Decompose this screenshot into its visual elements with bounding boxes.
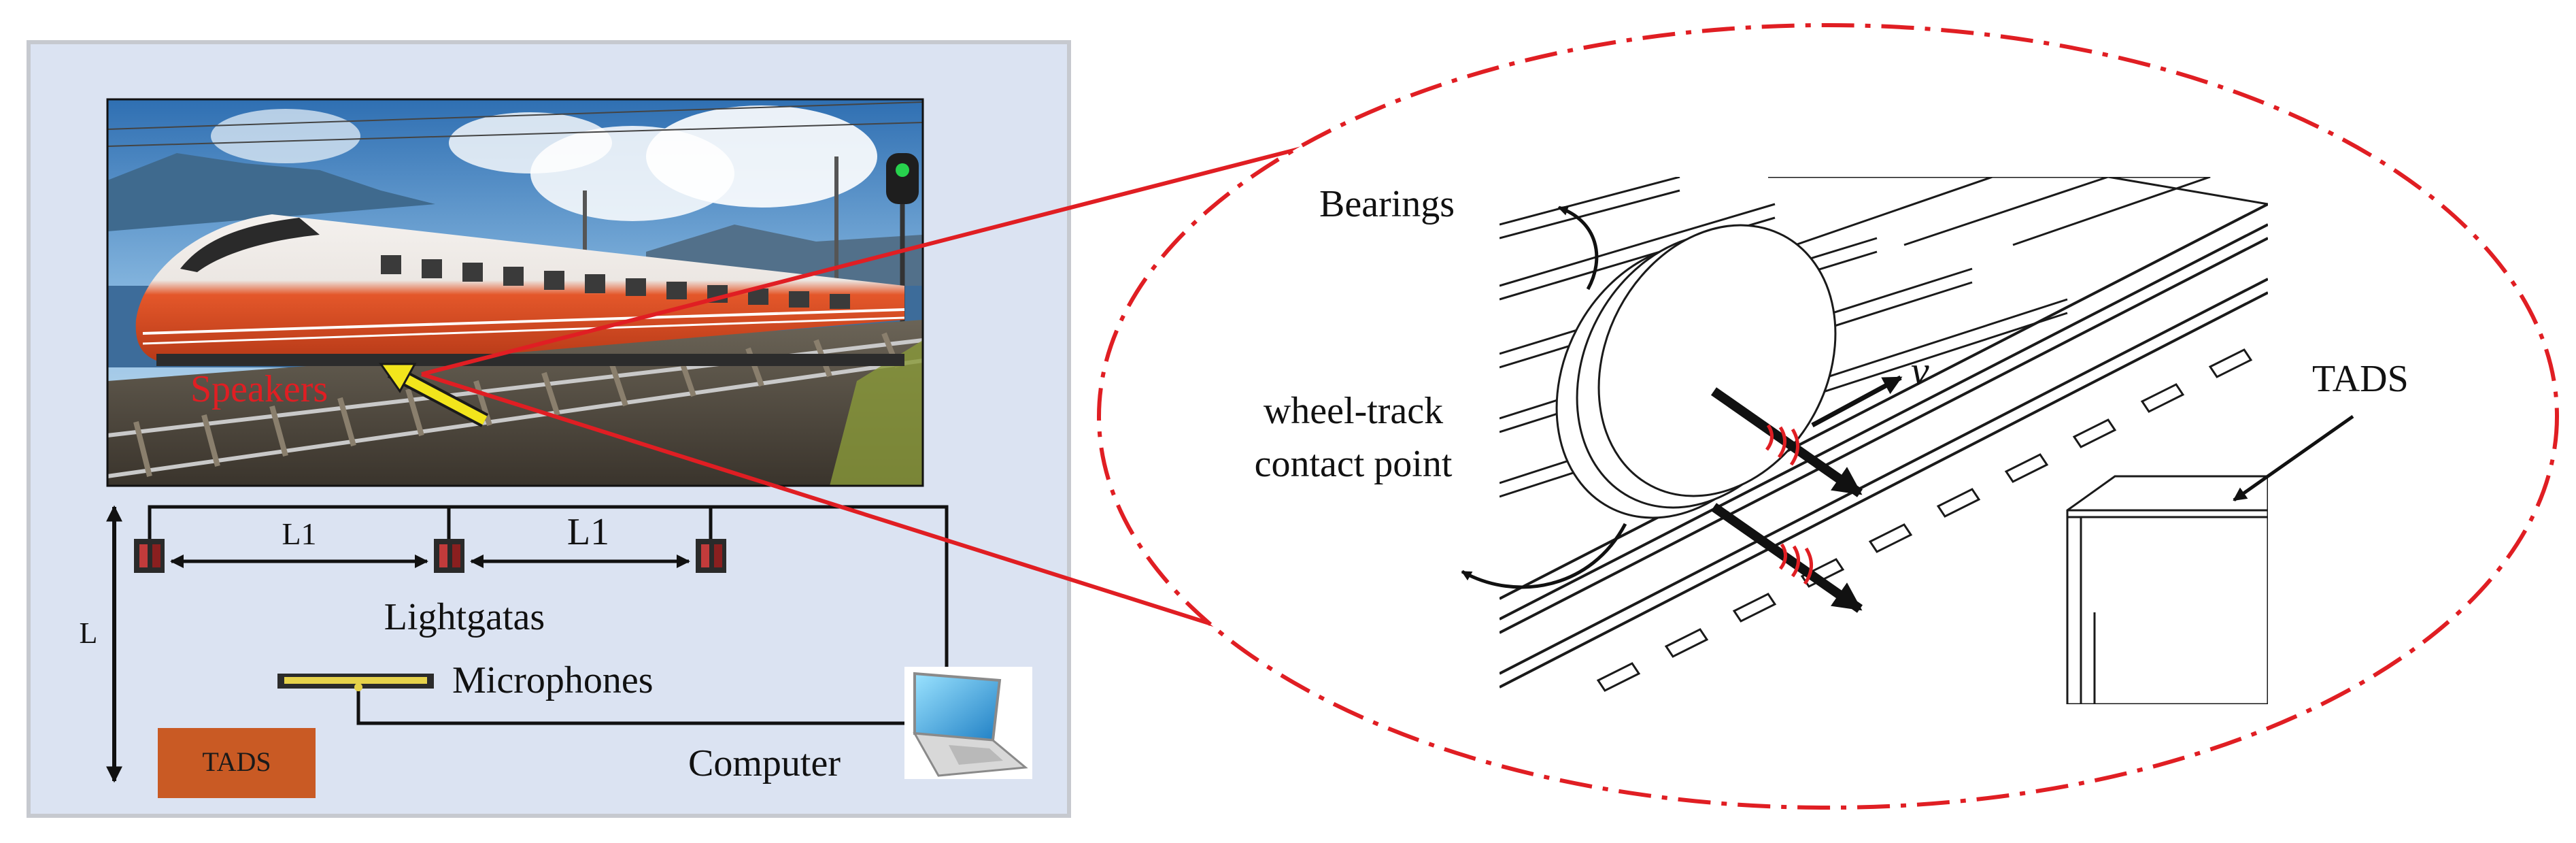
left-panel: Speakers bbox=[27, 40, 1071, 818]
train-windshield bbox=[180, 218, 320, 272]
tads-housing bbox=[2066, 475, 2268, 704]
contact-arrow bbox=[1461, 523, 1627, 589]
lightgate-sensor-icon bbox=[434, 539, 464, 573]
microphones-label: Microphones bbox=[452, 659, 654, 701]
tads-arrow bbox=[2233, 414, 2354, 502]
overhead-wire bbox=[107, 122, 923, 147]
mountains bbox=[107, 153, 435, 231]
train-windows bbox=[381, 255, 850, 309]
train-stripe bbox=[142, 308, 905, 335]
cloud bbox=[449, 112, 612, 173]
sleepers bbox=[133, 332, 900, 477]
speaker-arrow bbox=[399, 371, 488, 425]
train-undercarriage bbox=[156, 354, 904, 366]
computer-label: Computer bbox=[688, 742, 841, 784]
rail-fastenings bbox=[1596, 348, 2253, 692]
speakers-label: Speakers bbox=[190, 368, 328, 410]
tads-box bbox=[158, 728, 316, 798]
rails bbox=[1499, 203, 2268, 689]
speaker-arrow-head bbox=[379, 363, 417, 393]
microphone-array-icon bbox=[277, 674, 434, 691]
distance-label: L1 bbox=[567, 511, 609, 553]
lightgate-sensor-icon bbox=[134, 539, 165, 573]
lightgate-sensor-icon bbox=[696, 539, 726, 573]
sound-emission-arrow bbox=[1710, 387, 1863, 497]
cloud bbox=[211, 109, 360, 163]
train-photo: Speakers bbox=[106, 98, 924, 487]
bearings-arrow bbox=[1557, 205, 1599, 291]
rail bbox=[107, 359, 923, 478]
laptop-icon bbox=[904, 667, 1032, 779]
velocity-arrow bbox=[1811, 375, 1903, 428]
grass bbox=[830, 340, 923, 486]
sound-wave-icon bbox=[1765, 424, 1813, 585]
velocity-label: v bbox=[1911, 348, 1929, 393]
tads-box-label: TADS bbox=[202, 746, 271, 777]
height-label: L bbox=[80, 616, 98, 650]
signal-light-icon bbox=[886, 153, 919, 204]
tads-label: TADS bbox=[2312, 358, 2409, 400]
zoom-panel: Bearings wheel-track contact point v TAD… bbox=[1097, 23, 2559, 810]
bearings-label: Bearings bbox=[1319, 183, 1455, 225]
signal-light-icon bbox=[896, 163, 909, 177]
distance-label: L1 bbox=[282, 516, 316, 551]
lightgates-label: Lightgatas bbox=[384, 596, 545, 638]
wiring bbox=[148, 505, 949, 725]
contact-label-line1: wheel-track bbox=[1264, 390, 1443, 432]
contact-label-line2: contact point bbox=[1255, 443, 1453, 485]
overhead-wire bbox=[107, 101, 923, 130]
cloud bbox=[646, 105, 877, 208]
photo-frame bbox=[106, 98, 924, 487]
train-stripe bbox=[142, 316, 905, 345]
